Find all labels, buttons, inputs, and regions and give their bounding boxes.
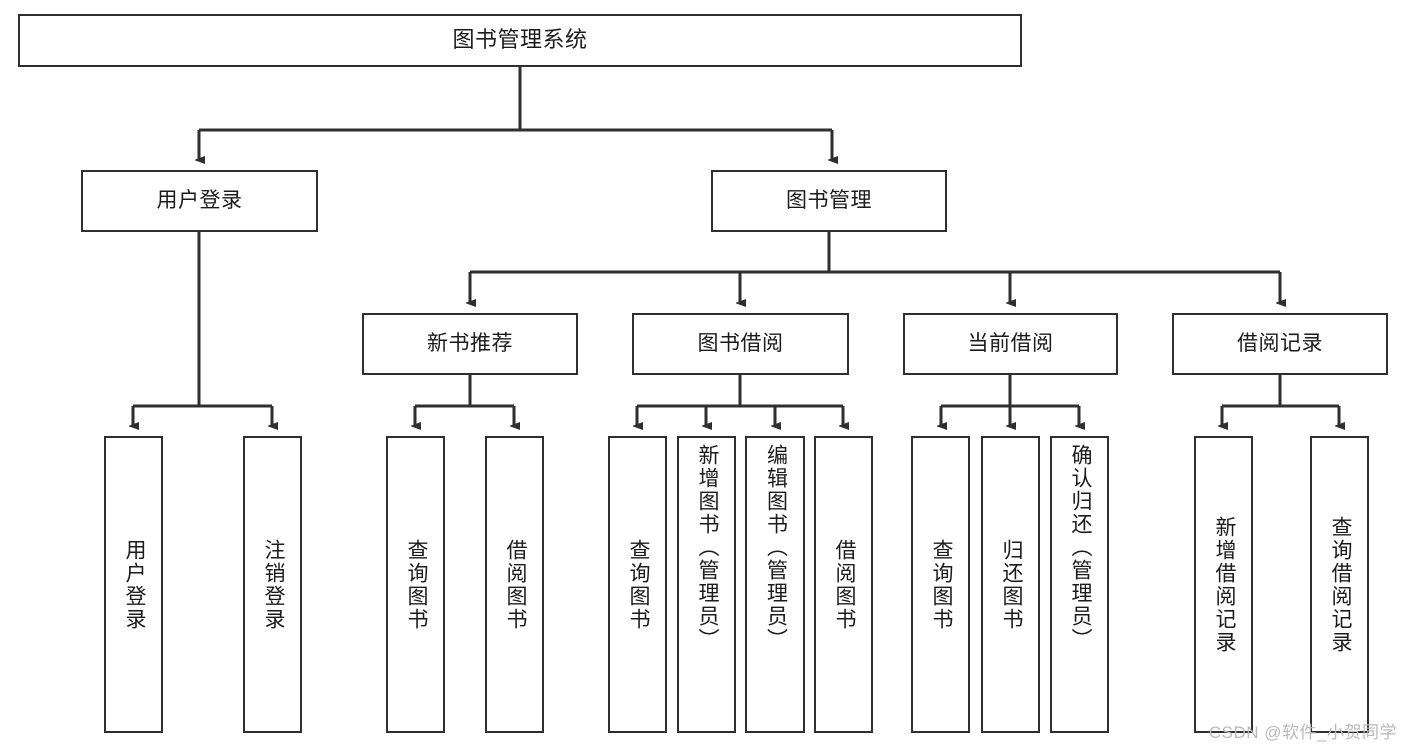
node-label: 查询图书	[404, 538, 428, 631]
node-current-borrow[interactable]: 当前借阅	[903, 313, 1118, 375]
leaf-inner: 借阅图书	[816, 438, 871, 731]
node-label: 查询图书	[626, 538, 650, 631]
leaf-inner: 查询图书	[610, 438, 665, 731]
leaf-user-login-logout[interactable]: 注销登录	[243, 436, 302, 733]
node-label: 用户登录	[156, 189, 243, 213]
node-book-borrow[interactable]: 图书借阅	[632, 313, 849, 375]
leaf-book-borrow-edit-book-admin[interactable]: 编辑图书（管理员）	[745, 436, 805, 733]
leaf-inner: 注销登录	[245, 438, 300, 731]
node-new-book-recommend[interactable]: 新书推荐	[362, 313, 578, 375]
leaf-book-borrow-borrow-book[interactable]: 借阅图书	[814, 436, 873, 733]
node-label: 借阅图书	[832, 538, 856, 631]
leaf-borrow-record-add-record[interactable]: 新增借阅记录	[1194, 436, 1253, 733]
leaf-inner: 查询图书	[913, 438, 968, 731]
leaf-new-book-borrow-book[interactable]: 借阅图书	[485, 436, 544, 733]
node-user-login[interactable]: 用户登录	[81, 170, 318, 232]
node-label: 归还图书	[999, 538, 1023, 631]
node-label: 注销登录	[261, 538, 285, 631]
leaf-book-borrow-add-book-admin[interactable]: 新增图书（管理员）	[677, 436, 736, 733]
leaf-inner: 归还图书	[983, 438, 1038, 731]
leaf-inner: 编辑图书（管理员）	[747, 438, 803, 737]
node-label: 图书管理	[786, 189, 872, 213]
leaf-current-borrow-confirm-return-admin[interactable]: 确认归还（管理员）	[1050, 436, 1109, 733]
leaf-book-borrow-query-book[interactable]: 查询图书	[608, 436, 667, 733]
node-label: 当前借阅	[967, 332, 1054, 356]
node-root-book-management-system[interactable]: 图书管理系统	[18, 14, 1022, 67]
node-borrow-record[interactable]: 借阅记录	[1172, 313, 1388, 375]
leaf-borrow-record-query-record[interactable]: 查询借阅记录	[1310, 436, 1369, 733]
node-label: 编辑图书（管理员）	[764, 444, 788, 651]
csdn-watermark: CSDN @软件_小贺同学	[1208, 723, 1397, 742]
leaf-inner: 新增借阅记录	[1196, 438, 1251, 731]
leaf-current-borrow-query-book[interactable]: 查询图书	[911, 436, 970, 733]
node-label: 新增借阅记录	[1212, 515, 1236, 654]
node-label: 用户登录	[122, 538, 146, 631]
node-label: 图书借阅	[697, 332, 784, 356]
leaf-inner: 查询借阅记录	[1312, 438, 1367, 731]
leaf-inner: 用户登录	[106, 438, 161, 731]
node-label: 查询图书	[929, 538, 953, 631]
node-label: 确认归还（管理员）	[1068, 444, 1092, 651]
node-label: 借阅图书	[503, 538, 527, 631]
node-label: 新书推荐	[427, 332, 513, 356]
node-label: 新增图书（管理员）	[695, 444, 719, 651]
leaf-inner: 查询图书	[388, 438, 443, 731]
node-label: 借阅记录	[1237, 332, 1323, 356]
leaf-new-book-query-book[interactable]: 查询图书	[386, 436, 445, 733]
leaf-current-borrow-return-book[interactable]: 归还图书	[981, 436, 1040, 733]
leaf-inner: 确认归还（管理员）	[1052, 438, 1107, 737]
node-book-management[interactable]: 图书管理	[711, 170, 947, 232]
node-label: 图书管理系统	[452, 27, 588, 53]
leaf-inner: 新增图书（管理员）	[679, 438, 734, 737]
leaf-user-login-login[interactable]: 用户登录	[104, 436, 163, 733]
leaf-inner: 借阅图书	[487, 438, 542, 731]
node-label: 查询借阅记录	[1328, 515, 1352, 654]
